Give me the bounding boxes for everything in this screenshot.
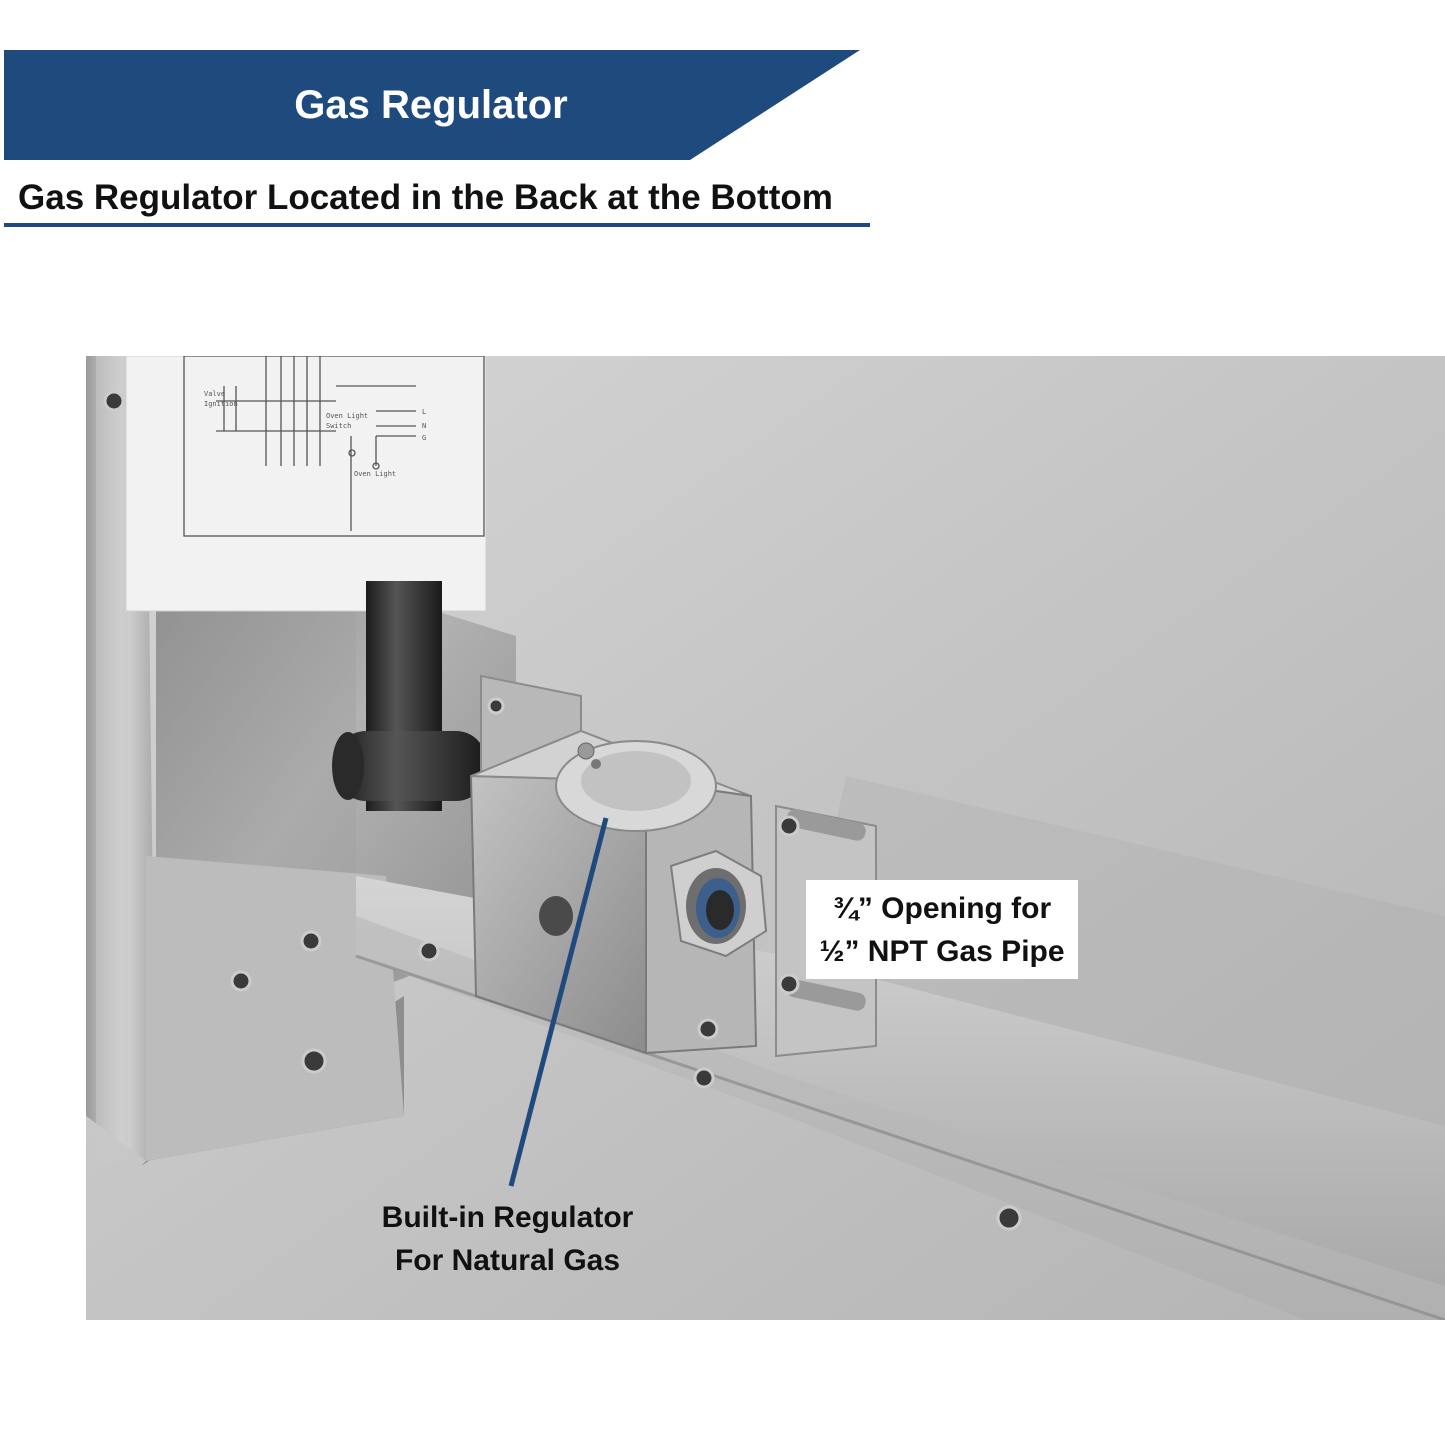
diagram-label-oven-light-2: Oven Light: [354, 470, 396, 478]
diagram-label-n: N: [422, 422, 426, 430]
diagram-label-switch: Switch: [326, 422, 351, 430]
regulator-pointer-line: [508, 817, 609, 1187]
banner-title: Gas Regulator: [294, 82, 568, 127]
product-photo: Valve Ignition Oven Light Switch L N G O…: [86, 356, 1445, 1320]
diagram-label-ignition: Ignition: [204, 400, 238, 408]
regulator-callout: Built-in Regulator For Natural Gas: [355, 1196, 660, 1286]
banner-shape: [4, 50, 860, 160]
diagram-label-oven-light: Oven Light: [326, 412, 368, 420]
header-banner: Gas Regulator: [4, 50, 860, 160]
diagram-label-g: G: [422, 434, 426, 442]
diagram-label-valve: Valve: [204, 390, 225, 398]
regulator-callout-line1: Built-in Regulator: [381, 1201, 634, 1234]
regulator-callout-line2: For Natural Gas: [394, 1244, 621, 1277]
opening-callout: ¾” Opening for ½” NPT Gas Pipe: [806, 880, 1078, 979]
banner-title-wrap: Gas Regulator: [4, 50, 860, 160]
opening-callout-line2: ½” NPT Gas Pipe: [819, 935, 1065, 968]
diagram-label-l: L: [422, 408, 426, 416]
page-subtitle: Gas Regulator Located in the Back at the…: [18, 178, 833, 217]
wiring-diagram: [183, 356, 485, 537]
opening-callout-line1: ¾” Opening for: [832, 892, 1052, 925]
subtitle-underline: [4, 223, 870, 227]
photo-illustration: Valve Ignition Oven Light Switch L N G O…: [86, 356, 1445, 1320]
